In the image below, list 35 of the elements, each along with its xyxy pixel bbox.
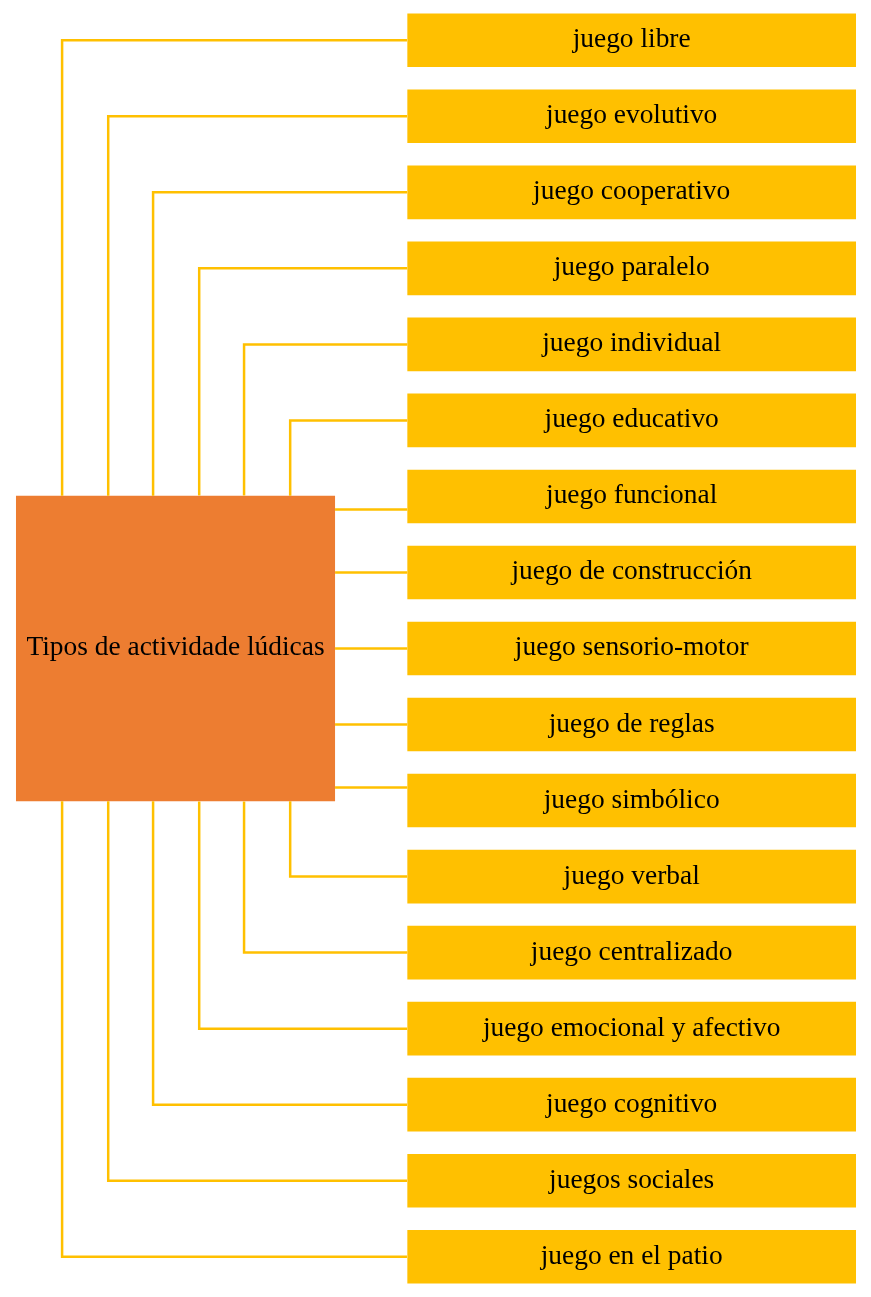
connector xyxy=(242,801,407,954)
connector xyxy=(242,343,407,496)
connector xyxy=(334,508,407,511)
node-box: juego educativo xyxy=(406,393,856,448)
node-box: juego cooperativo xyxy=(406,165,856,220)
node-box: juegos sociales xyxy=(406,1153,856,1208)
connector xyxy=(288,419,407,496)
connector xyxy=(106,115,407,496)
connector xyxy=(197,267,407,496)
node-box: juego evolutivo xyxy=(406,89,856,144)
node-box: juego cognitivo xyxy=(406,1077,856,1132)
connector xyxy=(197,801,407,1030)
node-box: juego en el patio xyxy=(406,1229,856,1284)
node-box: juego simbólico xyxy=(406,773,856,828)
node-box: juego funcional xyxy=(406,469,856,524)
connector xyxy=(151,801,407,1106)
connector xyxy=(151,191,407,496)
node-box: juego paralelo xyxy=(406,241,856,296)
node-box: juego individual xyxy=(406,317,856,372)
connector xyxy=(60,801,407,1258)
node-box: juego centralizado xyxy=(406,925,856,980)
connector xyxy=(334,571,407,574)
connector xyxy=(288,801,407,878)
node-box: juego sensorio-motor xyxy=(406,621,856,676)
node-box: juego libre xyxy=(406,13,856,68)
connector xyxy=(334,723,407,726)
node-box: juego emocional y afectivo xyxy=(406,1001,856,1056)
connector xyxy=(334,786,407,789)
connector xyxy=(334,647,407,650)
connector xyxy=(106,801,407,1182)
node-box: juego de construcción xyxy=(406,545,856,600)
connector xyxy=(60,39,407,496)
node-box: juego de reglas xyxy=(406,697,856,752)
node-box: Tipos de actividade lúdicas xyxy=(15,495,335,802)
node-box: juego verbal xyxy=(406,849,856,904)
